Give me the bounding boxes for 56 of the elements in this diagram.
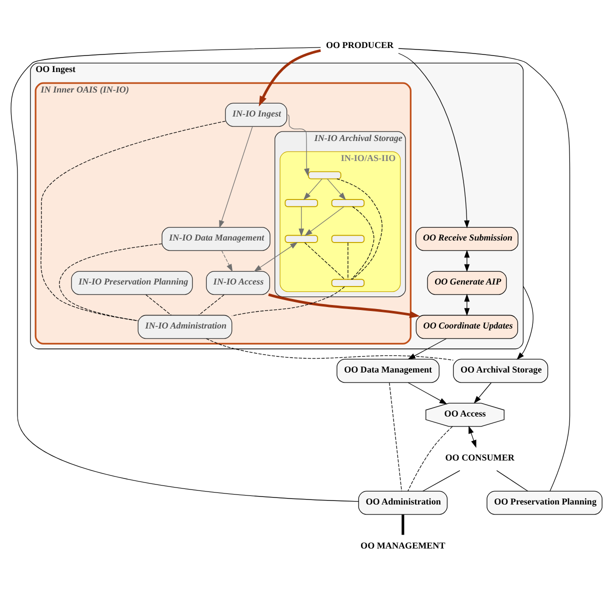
node-box: IN-IO Preservation Planning bbox=[71, 270, 193, 294]
node-box bbox=[308, 170, 342, 179]
node-box bbox=[284, 234, 318, 242]
connector bbox=[10, 46, 359, 502]
arrow bbox=[408, 382, 448, 404]
node-text: OO PRODUCER bbox=[326, 39, 394, 50]
node-box: OO Generate AIP bbox=[427, 270, 507, 294]
node-box: OO Data Management bbox=[336, 358, 440, 382]
arrow bbox=[327, 178, 346, 200]
node-box: IN-IO Data Management bbox=[162, 226, 270, 250]
connector bbox=[350, 206, 374, 280]
connector bbox=[408, 426, 453, 491]
node-box: OO Coordinate Updates bbox=[416, 314, 518, 338]
node-box: OO Receive Submission bbox=[416, 226, 518, 250]
arrow bbox=[516, 285, 534, 360]
arrow bbox=[258, 48, 321, 106]
arrow bbox=[303, 178, 322, 200]
connector bbox=[206, 338, 454, 360]
node-box: OO Archival Storage bbox=[453, 358, 548, 382]
node-box: OO Administration bbox=[358, 490, 448, 514]
arrow bbox=[474, 382, 492, 404]
arrow bbox=[408, 338, 447, 360]
connector bbox=[422, 470, 460, 491]
arrow bbox=[304, 206, 344, 236]
connector bbox=[40, 120, 226, 321]
node-box: IN-IO Access bbox=[206, 270, 270, 294]
node-box bbox=[331, 278, 365, 286]
connector bbox=[496, 470, 528, 491]
arrow bbox=[468, 425, 476, 448]
cluster: IN-IO/AS-IIO bbox=[280, 150, 401, 292]
connector bbox=[232, 286, 345, 316]
connector bbox=[398, 48, 570, 491]
connector bbox=[198, 294, 224, 315]
node-box bbox=[284, 198, 318, 207]
arrow bbox=[464, 293, 470, 316]
arrow bbox=[464, 249, 470, 272]
connector bbox=[402, 514, 404, 534]
connector bbox=[389, 382, 402, 491]
connector bbox=[304, 242, 345, 280]
node-box bbox=[331, 234, 365, 242]
node-text: OO CONSUMER bbox=[445, 452, 514, 462]
arrow bbox=[219, 126, 253, 228]
node-text: OO MANAGEMENT bbox=[360, 540, 446, 550]
connector bbox=[146, 294, 172, 315]
node-box: IN-IO Administration bbox=[138, 314, 232, 338]
arrow bbox=[221, 250, 233, 272]
arrow bbox=[268, 292, 420, 318]
arrow bbox=[398, 52, 470, 228]
arrow bbox=[254, 241, 298, 272]
arrow bbox=[287, 114, 310, 176]
node-box: OO Preservation Planning bbox=[486, 490, 602, 514]
node-box bbox=[331, 198, 365, 207]
connector bbox=[336, 178, 382, 280]
connector bbox=[59, 243, 162, 321]
node-box: IN-IO Ingest bbox=[225, 102, 288, 126]
arrow bbox=[298, 206, 304, 236]
